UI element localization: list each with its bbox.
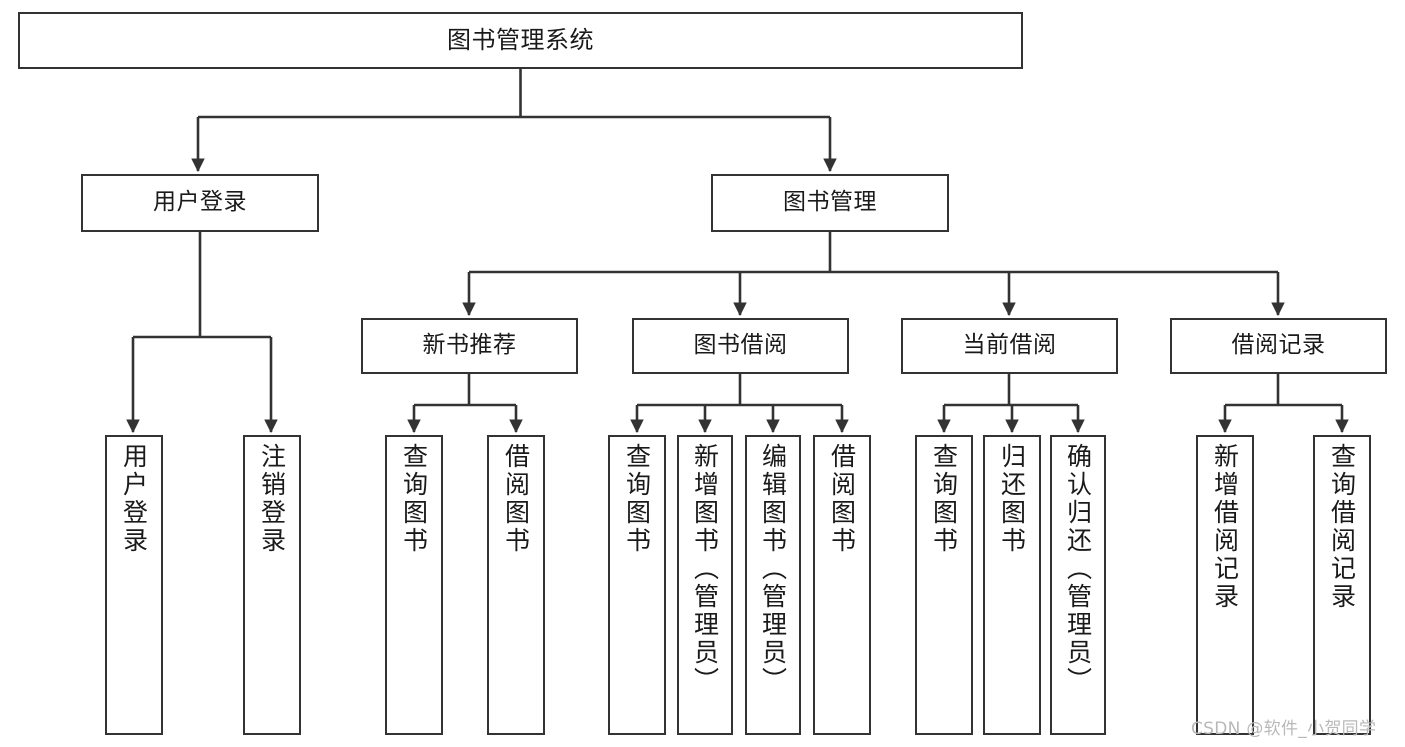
node-book-manage[interactable]: 图书管理 [711, 174, 949, 232]
leaf-borrow-book-label: 借阅图书 [827, 443, 857, 555]
node-root-label: 图书管理系统 [447, 26, 594, 55]
leaf-query-book-new-label: 查询图书 [399, 443, 429, 555]
leaf-user-login-label: 用户登录 [119, 443, 149, 555]
leaf-logout-label: 注销登录 [257, 443, 287, 555]
node-user-login[interactable]: 用户登录 [81, 174, 319, 232]
leaf-borrow-book[interactable]: 借阅图书 [813, 435, 871, 735]
node-new-book-recommend[interactable]: 新书推荐 [361, 318, 578, 374]
leaf-return-book-label: 归还图书 [997, 443, 1027, 555]
leaf-logout[interactable]: 注销登录 [243, 435, 301, 735]
leaf-query-borrow-record[interactable]: 查询借阅记录 [1313, 435, 1371, 735]
leaf-add-book-admin-label: 新增图书（管理员） [690, 443, 720, 695]
leaf-return-book[interactable]: 归还图书 [983, 435, 1041, 735]
leaf-query-borrow-record-label: 查询借阅记录 [1327, 443, 1357, 611]
node-borrow-record-label: 借阅记录 [1231, 332, 1326, 359]
leaf-confirm-return-admin-label: 确认归还（管理员） [1063, 443, 1093, 695]
node-root[interactable]: 图书管理系统 [18, 12, 1023, 69]
leaf-user-login[interactable]: 用户登录 [105, 435, 163, 735]
leaf-confirm-return-admin[interactable]: 确认归还（管理员） [1050, 435, 1106, 735]
node-current-borrow-label: 当前借阅 [962, 332, 1057, 359]
leaf-add-book-admin[interactable]: 新增图书（管理员） [677, 435, 733, 735]
node-book-borrow[interactable]: 图书借阅 [632, 318, 849, 374]
leaf-edit-book-admin-label: 编辑图书（管理员） [758, 443, 788, 695]
leaf-add-borrow-record-label: 新增借阅记录 [1210, 443, 1240, 611]
leaf-add-borrow-record[interactable]: 新增借阅记录 [1196, 435, 1254, 735]
leaf-borrow-book-new[interactable]: 借阅图书 [487, 435, 545, 735]
leaf-borrow-book-new-label: 借阅图书 [501, 443, 531, 555]
node-new-book-recommend-label: 新书推荐 [422, 332, 517, 359]
leaf-query-book-current-label: 查询图书 [929, 443, 959, 555]
leaf-edit-book-admin[interactable]: 编辑图书（管理员） [745, 435, 801, 735]
leaf-query-book-current[interactable]: 查询图书 [915, 435, 973, 735]
leaf-query-book-borrow-label: 查询图书 [622, 443, 652, 555]
leaf-query-book-borrow[interactable]: 查询图书 [608, 435, 666, 735]
node-book-borrow-label: 图书借阅 [693, 332, 788, 359]
node-current-borrow[interactable]: 当前借阅 [901, 318, 1118, 374]
node-user-login-label: 用户登录 [153, 189, 247, 216]
node-book-manage-label: 图书管理 [783, 189, 877, 216]
node-borrow-record[interactable]: 借阅记录 [1170, 318, 1387, 374]
csdn-watermark: CSDN @软件_小贺同学 [1191, 719, 1377, 739]
leaf-query-book-new[interactable]: 查询图书 [385, 435, 443, 735]
